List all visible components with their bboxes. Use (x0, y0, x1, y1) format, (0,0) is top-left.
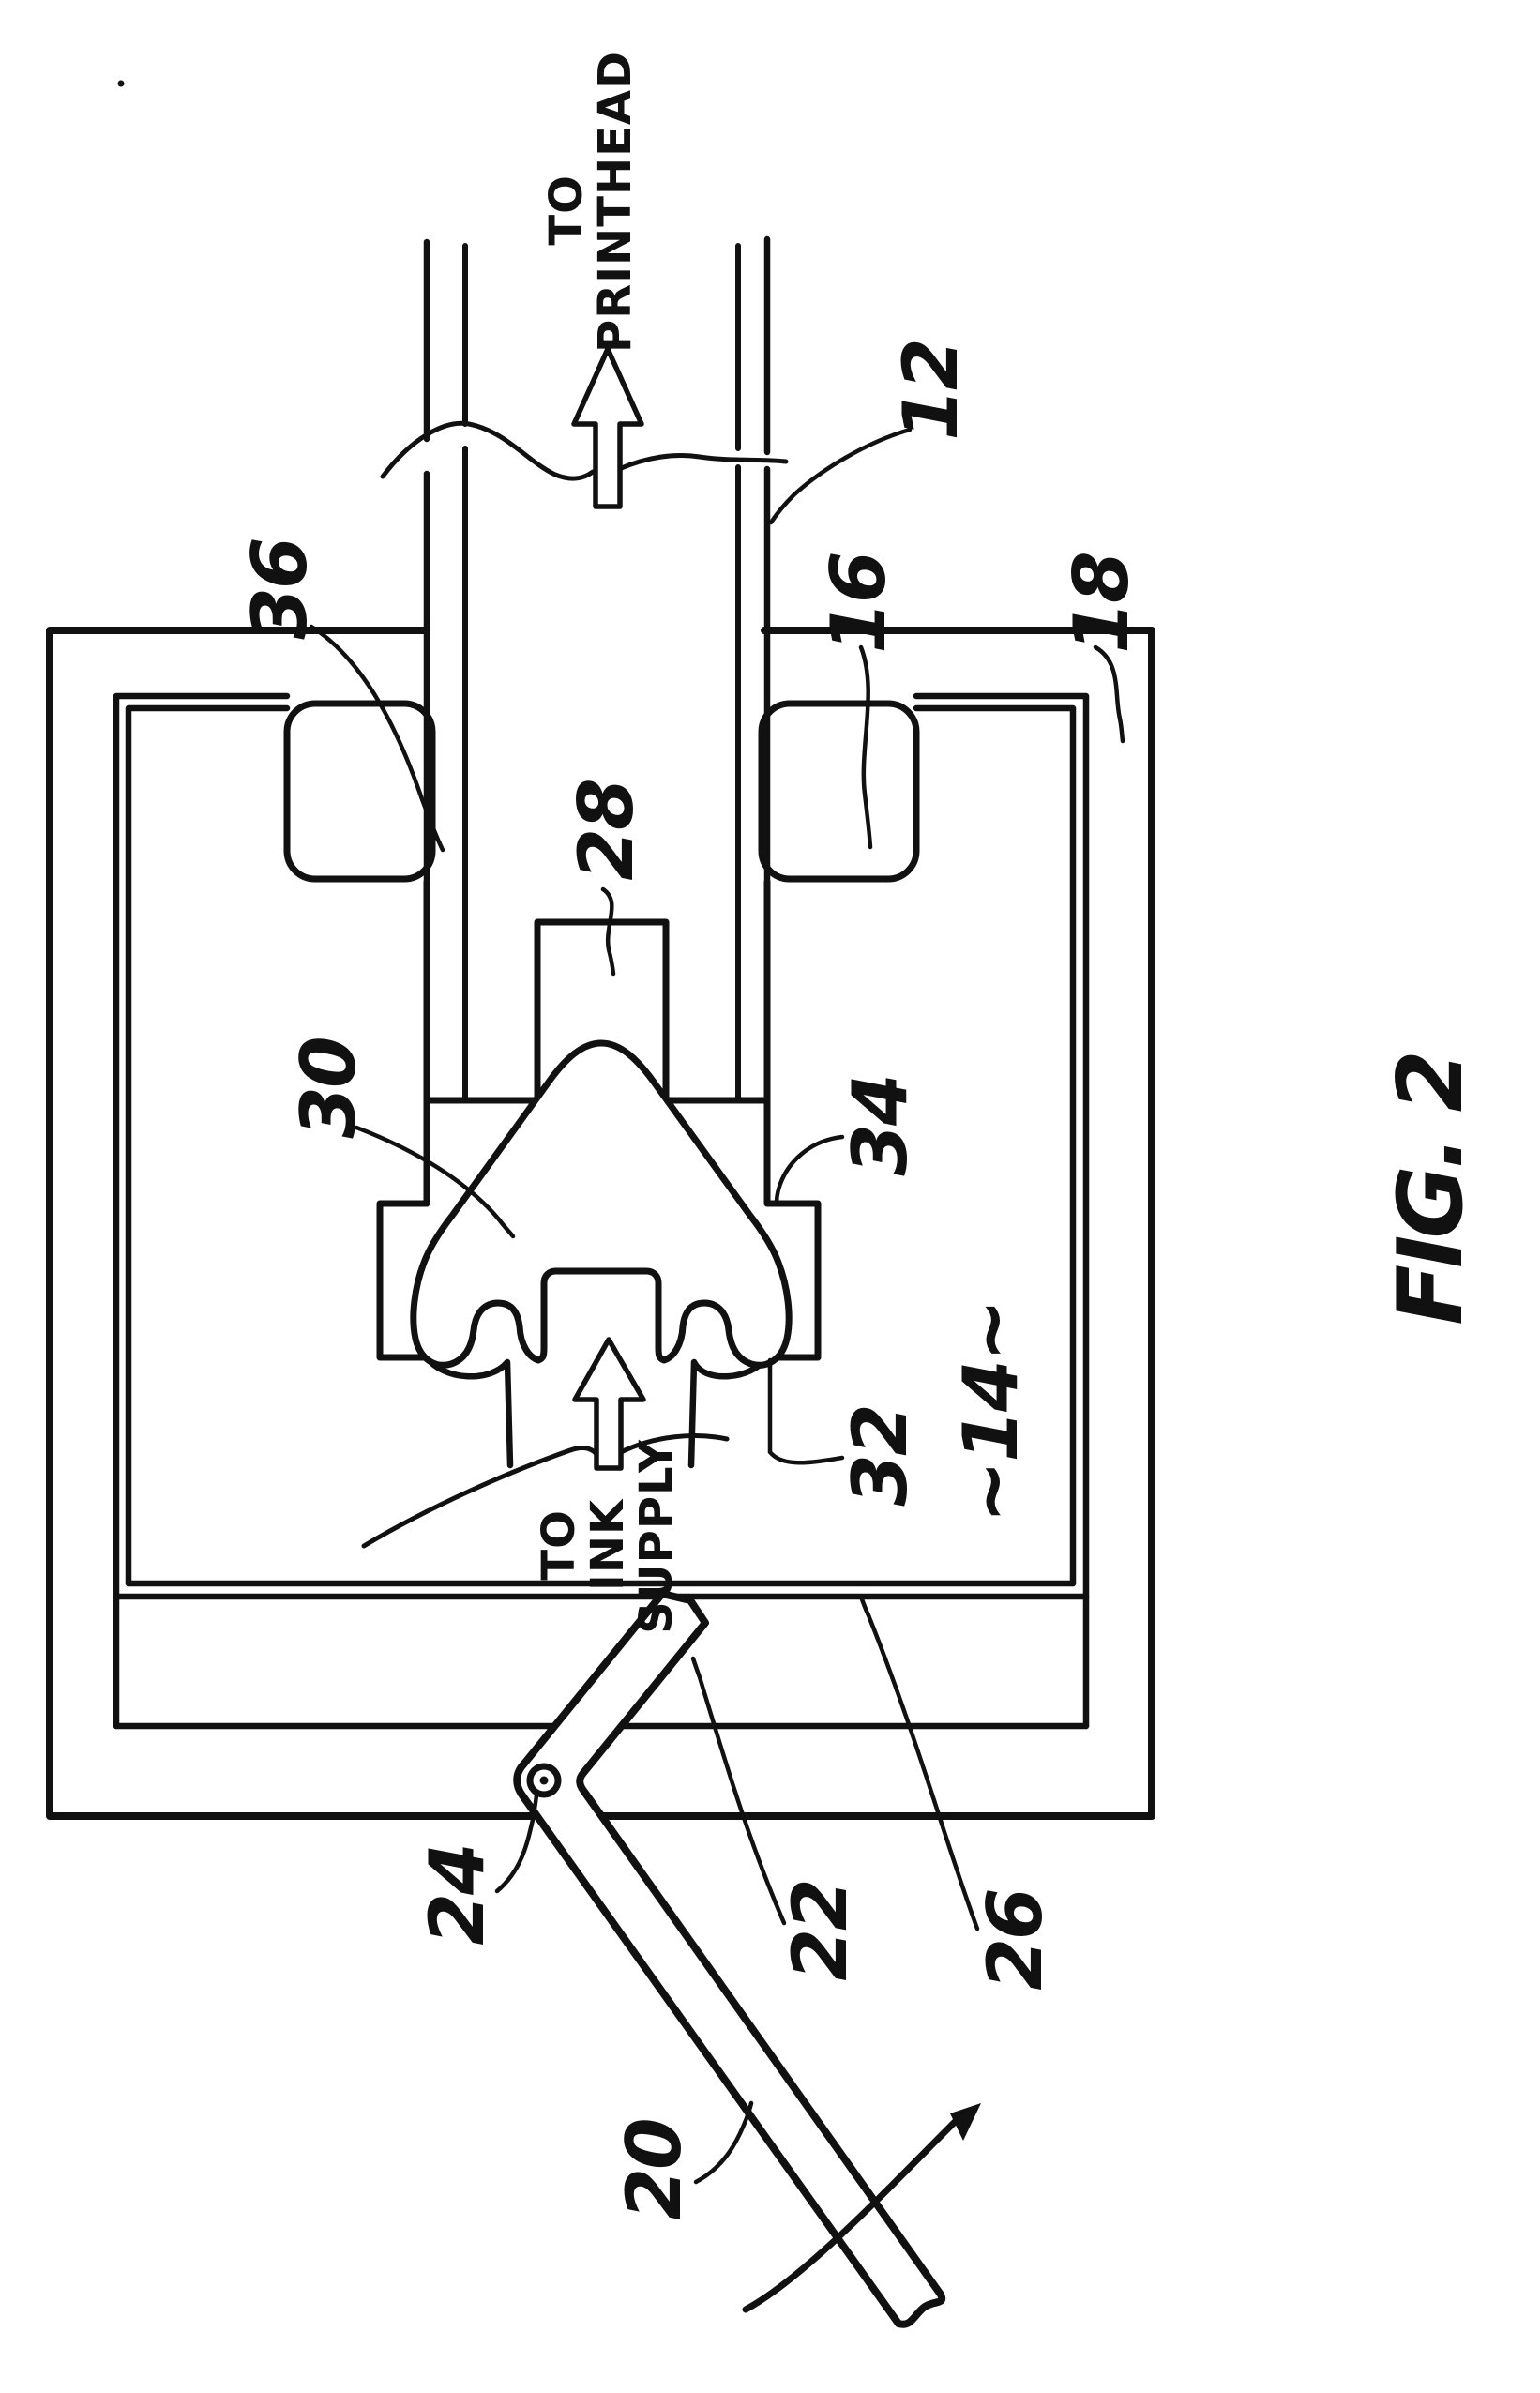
inlet-break-wave (361, 1433, 730, 1549)
tube-outer-walls (423, 235, 771, 1207)
part-label-14: ~14~ (947, 1300, 1034, 1522)
part-label-18: 18 (1058, 553, 1145, 653)
left-seal (283, 700, 436, 883)
to-printhead-line2: PRINTHEAD (589, 51, 642, 353)
part-label-32: 32 (837, 1405, 924, 1506)
seat-left-pocket-and-channel (423, 1354, 514, 1469)
leader-36 (309, 624, 445, 853)
leader-34 (774, 1134, 845, 1205)
part-label-34: 34 (837, 1075, 924, 1175)
lever-arm (513, 1590, 946, 2328)
valve-member-30 (410, 1039, 793, 1369)
leader-20 (693, 2100, 754, 2185)
part-label-22: 22 (777, 1880, 864, 1980)
part-label-26: 26 (972, 1889, 1059, 1990)
to-printhead-label: TO PRINTHEAD (540, 51, 642, 353)
figure-caption: FIG. 2 (1380, 1053, 1483, 1325)
leader-16 (858, 644, 873, 850)
outlet-break-wave (380, 420, 789, 481)
part-label-16: 16 (815, 553, 902, 653)
lever-pivot-center (539, 1776, 549, 1785)
rotation-arc (742, 2118, 959, 2313)
part-label-36: 36 (236, 538, 324, 639)
leader-30 (354, 1125, 516, 1239)
chamber-floor-lines (113, 1580, 1090, 1600)
to-printhead-arrow (571, 346, 644, 509)
part-label-12: 12 (887, 340, 974, 440)
rotation-arrowhead (950, 2103, 981, 2141)
seat-right-pocket-and-channel (687, 1354, 771, 1469)
part-label-28: 28 (563, 780, 650, 880)
to-ink-supply-label: TO INK SUPPLY (533, 1439, 683, 1634)
leader-12 (768, 427, 913, 525)
to-ink-supply-line3: SUPPLY (630, 1439, 683, 1634)
to-ink-supply-line2: INK (581, 1498, 634, 1591)
part-label-20: 20 (611, 2119, 698, 2219)
inner-container-inner-line (125, 704, 1077, 1587)
part-label-24: 24 (414, 1844, 501, 1945)
leader-26 (859, 1597, 980, 1931)
to-ink-supply-line1: TO (533, 1509, 585, 1581)
inner-container-outer-line (113, 692, 1090, 1730)
part-label-30: 30 (285, 1037, 372, 1138)
to-ink-supply-arrow (572, 1337, 646, 1471)
to-printhead-line1: TO (540, 174, 593, 246)
seat-right-wall-and-notch (763, 878, 822, 1361)
right-seal (758, 700, 920, 883)
boss-28-outline (534, 918, 670, 1104)
leader-28 (600, 886, 616, 977)
leader-18 (1093, 644, 1125, 744)
leader-22 (690, 1656, 787, 1926)
ink-speck (117, 80, 125, 87)
seat-left-wall-and-notch (376, 878, 430, 1361)
leader-24 (494, 1793, 539, 1894)
leader-32 (767, 1357, 845, 1465)
tube-inner-walls (462, 243, 741, 1103)
